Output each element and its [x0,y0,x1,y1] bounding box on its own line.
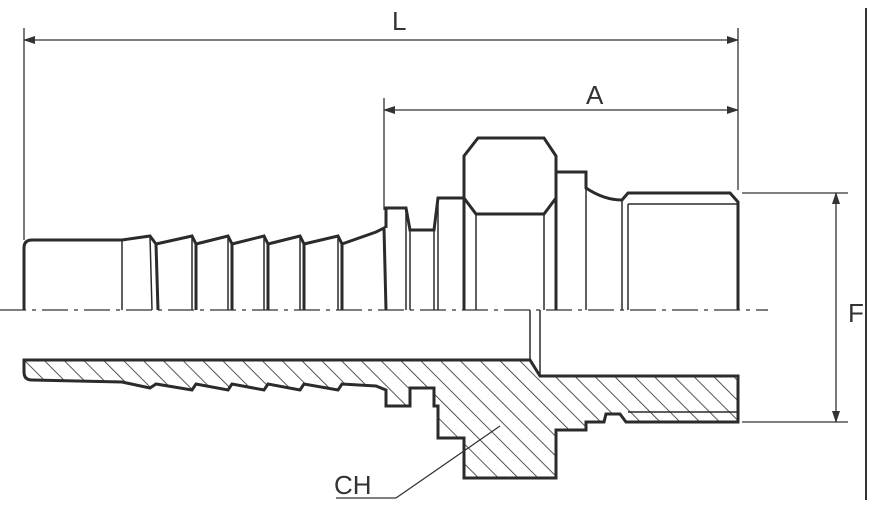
dimension-ch-label: CH [334,470,372,500]
dimension-f-label: F [848,298,864,328]
fitting-lower-section [22,310,740,480]
dimension-a: A [383,80,739,210]
fitting-upper-view [22,136,740,311]
dimension-l-label: L [392,6,406,36]
dimension-ch: CH [334,425,501,500]
dimension-a-label: A [586,80,604,110]
dimension-f: F [742,192,864,423]
dimension-l: L [23,6,739,240]
